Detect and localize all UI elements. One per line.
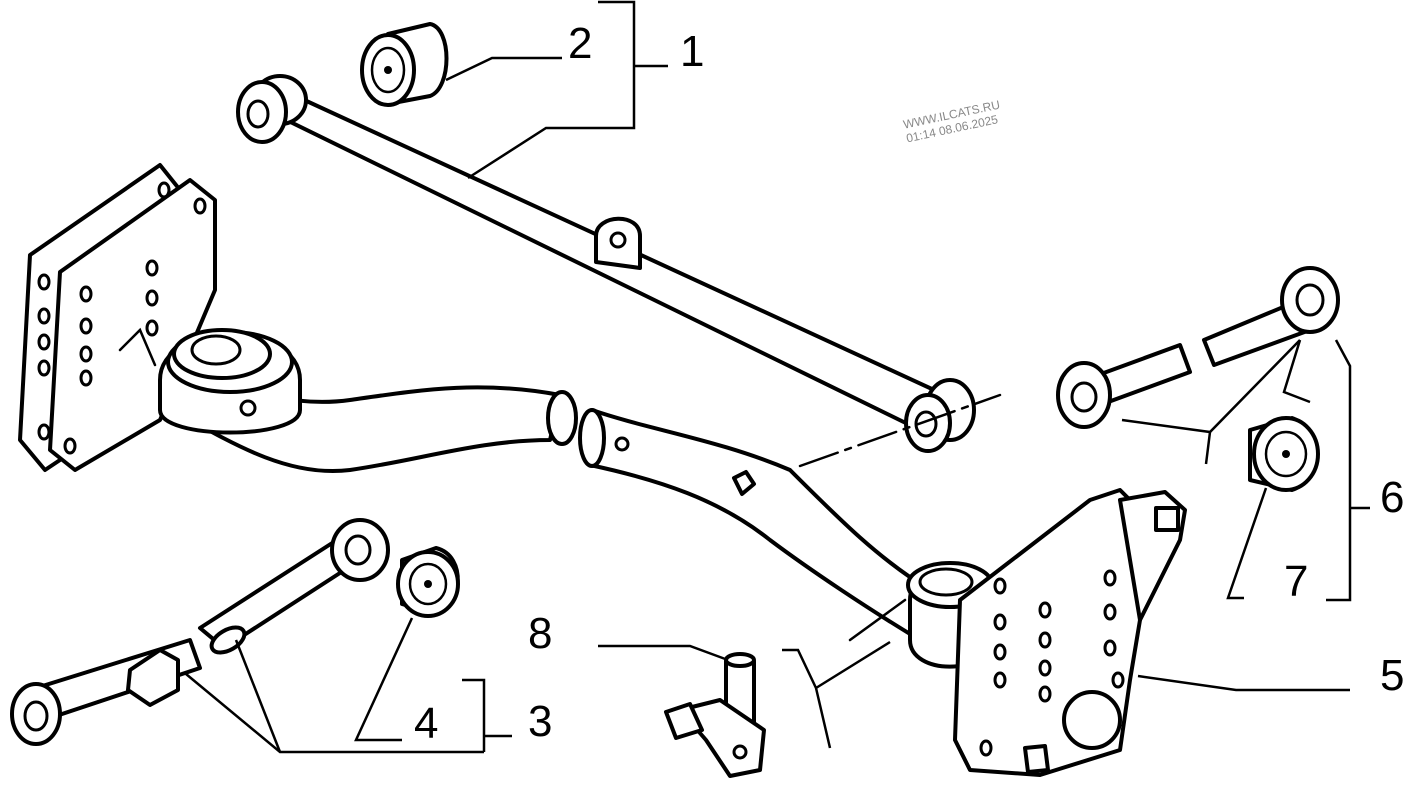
callout-1: 1 <box>680 27 705 76</box>
callout-4: 4 <box>414 699 439 748</box>
callout-8: 8 <box>528 609 553 658</box>
sensor-bracket <box>664 652 766 778</box>
link-bush-right <box>1248 416 1320 492</box>
lower-link-left <box>10 518 390 746</box>
callout-2: 2 <box>568 19 593 68</box>
leader-lines <box>185 0 1370 754</box>
lower-link-right <box>1056 266 1340 429</box>
callout-5: 5 <box>1380 651 1405 700</box>
axle-beam-left <box>18 163 578 474</box>
link-bush-left <box>396 546 460 618</box>
callout-7: 7 <box>1284 557 1309 606</box>
rod-bush <box>360 22 449 107</box>
transverse-rod <box>236 74 976 453</box>
axis-line <box>798 393 1002 468</box>
callout-6: 6 <box>1380 473 1405 522</box>
callout-3: 3 <box>528 697 553 746</box>
axle-beam-right <box>578 408 1187 777</box>
